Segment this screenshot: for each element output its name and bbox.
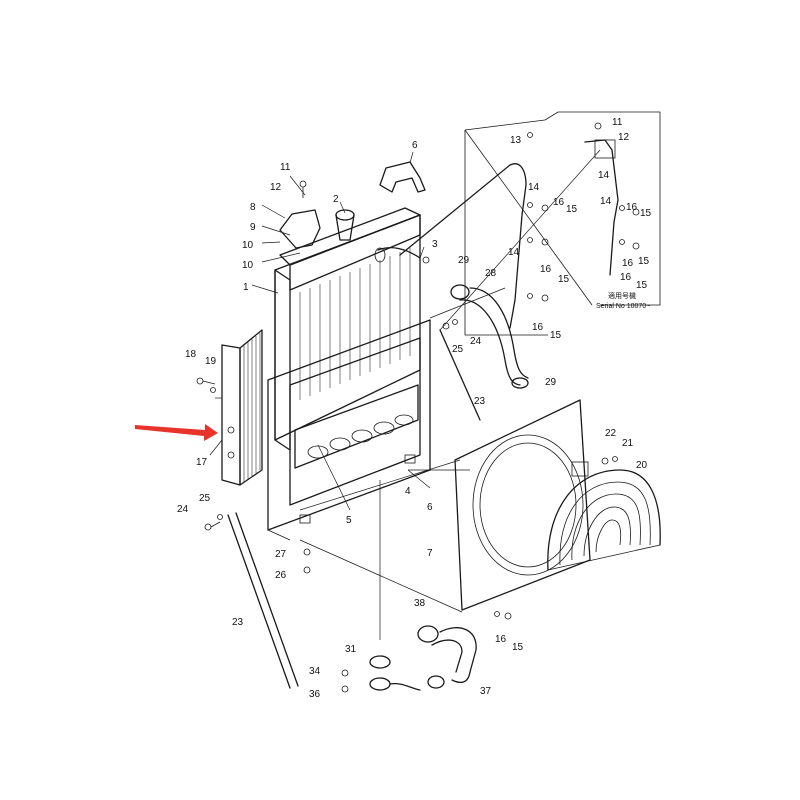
part-label: 15 [566, 204, 578, 215]
fan-shroud [454, 399, 591, 611]
radiator-core [274, 207, 421, 451]
part-label: 10 [242, 260, 254, 271]
part-label: 7 [427, 548, 433, 559]
part-label: 3 [432, 239, 438, 250]
part-label: 11 [612, 117, 623, 128]
part-label: 14 [528, 182, 540, 193]
part-label: 23 [232, 617, 244, 628]
part-label: 5 [346, 515, 352, 526]
part-label: 16 [622, 258, 634, 269]
overflow-tube-13 [399, 163, 527, 329]
part-label: 37 [480, 686, 492, 697]
part-label: 6 [427, 502, 433, 513]
fasteners [196, 122, 640, 693]
part-label: 19 [205, 356, 217, 367]
part-label: 15 [512, 642, 524, 653]
callout-arrow [135, 424, 218, 441]
hose-clamp-38 [417, 625, 445, 689]
part-label: 13 [510, 135, 522, 146]
part-label: 16 [495, 634, 507, 645]
part-label: 38 [414, 598, 426, 609]
inset-frame [464, 111, 661, 336]
part-label: 4 [405, 486, 411, 497]
inset-serial-note: Serial No 10070~ [596, 303, 650, 310]
part-label: 17 [196, 457, 208, 468]
part-label: 20 [636, 460, 648, 471]
part-label: 1 [243, 282, 249, 293]
part-label: 29 [458, 255, 470, 266]
part-label: 11 [280, 162, 291, 173]
lower-hose-37 [431, 627, 477, 684]
part-label: 26 [275, 570, 287, 581]
part-label: 18 [185, 349, 197, 360]
part-label: 16 [532, 322, 544, 333]
drain-elbow [369, 655, 421, 691]
part-label: 24 [177, 504, 189, 515]
bracket-8 [279, 209, 321, 249]
part-label: 6 [412, 140, 418, 151]
part-label: 14 [598, 170, 610, 181]
part-label: 23 [474, 396, 486, 407]
part-label: 27 [275, 549, 287, 560]
upper-hose-28 [459, 287, 529, 386]
part-label: 29 [545, 377, 557, 388]
part-label: 12 [618, 132, 630, 143]
part-labels: 11 12 8 9 10 10 1 2 6 3 29 28 13 14 16 1… [177, 117, 652, 700]
oil-cooler [221, 329, 263, 486]
part-label: 8 [250, 202, 256, 213]
part-label: 14 [600, 196, 612, 207]
part-label: 15 [640, 208, 652, 219]
part-label: 22 [605, 428, 617, 439]
fan-guard [547, 461, 661, 571]
part-label: 12 [270, 182, 282, 193]
part-label: 24 [470, 336, 482, 347]
part-label: 15 [550, 330, 562, 341]
hose-clamp-29 [450, 284, 529, 389]
inset-serial-note-jp: 適用号機 [608, 291, 636, 300]
part-label: 14 [508, 247, 520, 258]
reserve-tank-bracket [379, 161, 426, 193]
part-label: 10 [242, 240, 254, 251]
part-label: 16 [540, 264, 552, 275]
part-label: 2 [333, 194, 339, 205]
part-label: 31 [345, 644, 357, 655]
leader-lines [209, 149, 601, 640]
part-label: 25 [199, 493, 211, 504]
radiator-cap [335, 209, 355, 241]
part-label: 15 [638, 256, 650, 267]
part-label: 36 [309, 689, 321, 700]
stay-rod-23 [227, 329, 481, 689]
part-label: 15 [636, 280, 648, 291]
radiator-shroud-frame [267, 319, 431, 541]
part-label: 28 [485, 268, 497, 279]
part-label: 21 [622, 438, 634, 449]
part-label: 16 [620, 272, 632, 283]
part-label: 34 [309, 666, 321, 677]
part-label: 9 [250, 222, 256, 233]
part-label: 15 [558, 274, 570, 285]
part-label: 25 [452, 344, 464, 355]
part-label: 16 [553, 197, 565, 208]
part-label: 16 [626, 202, 638, 213]
